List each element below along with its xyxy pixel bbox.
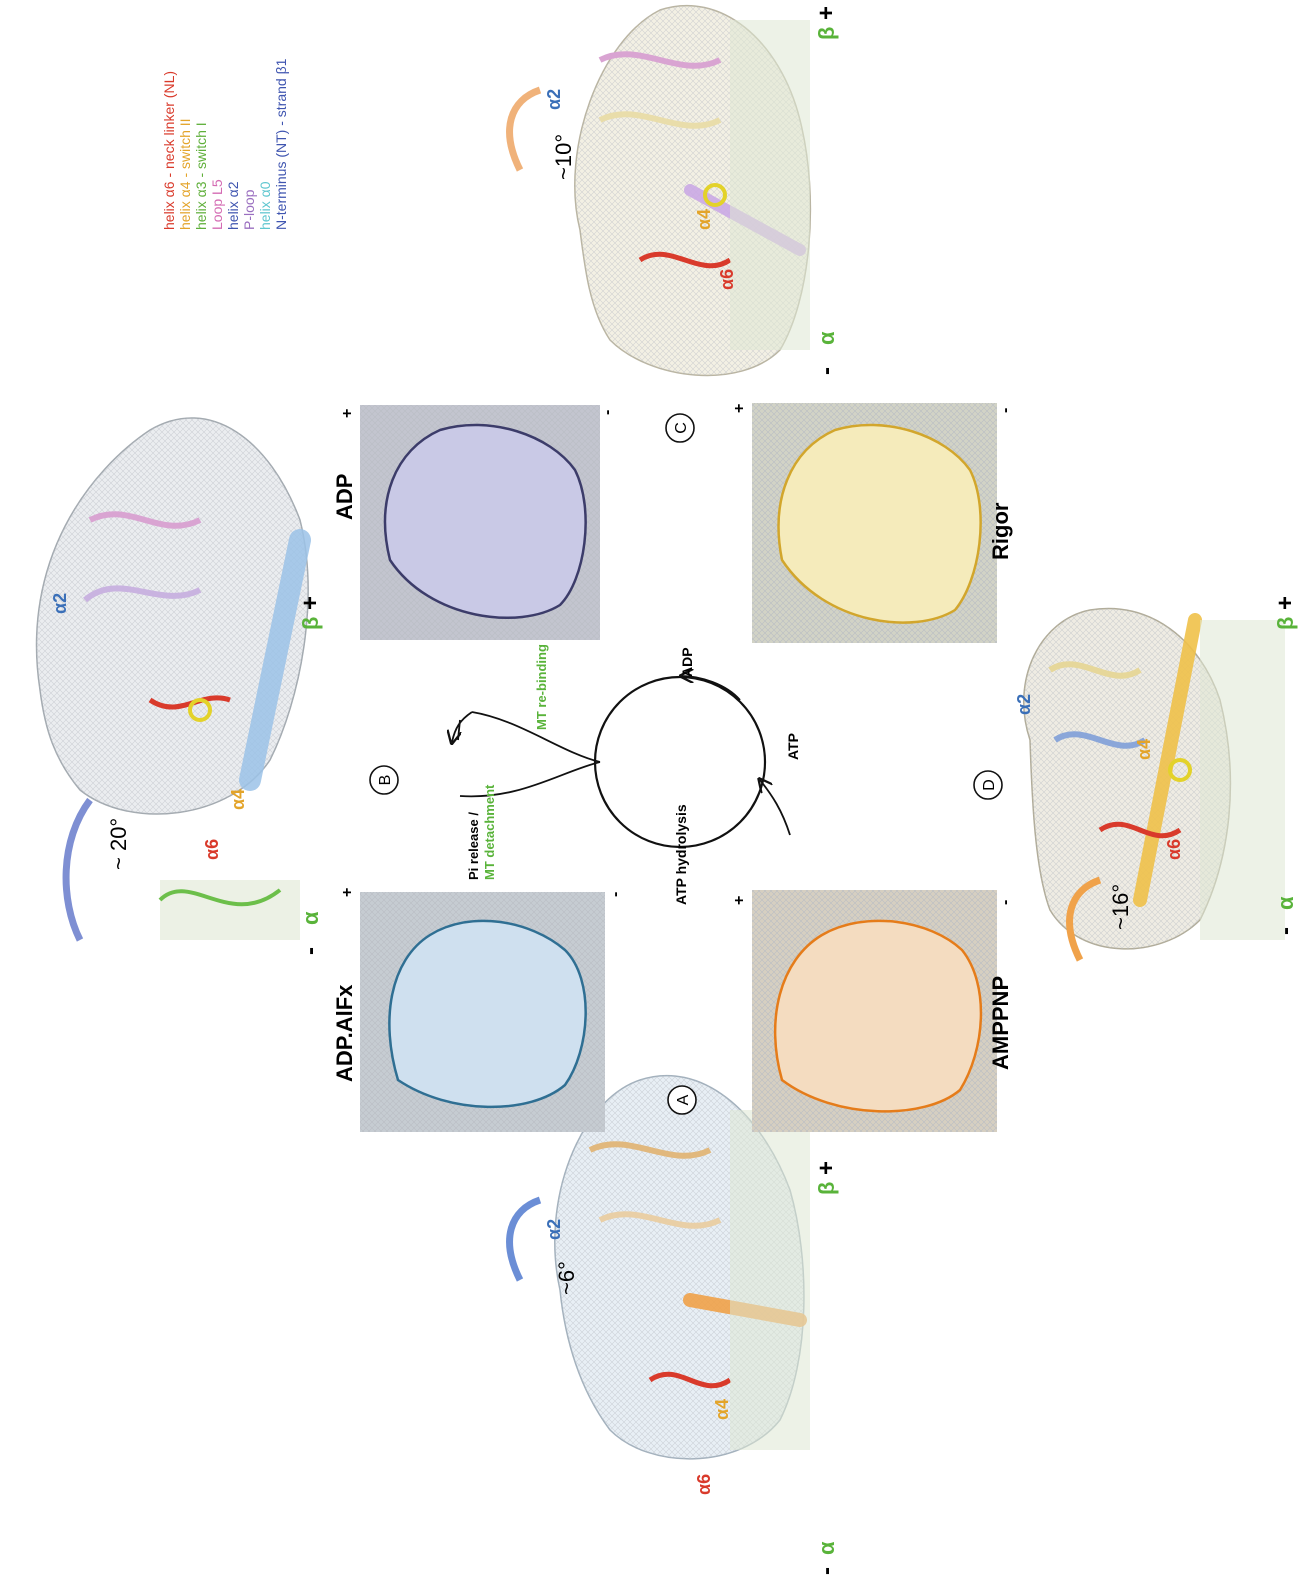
- label-alpha-a: α: [298, 911, 323, 925]
- plus-b-density: +: [339, 409, 356, 418]
- label-alpha4-d: α4: [1134, 739, 1154, 760]
- density-panel-b: [360, 405, 600, 640]
- structure-panel-c: [555, 1076, 810, 1459]
- angle-label-a: ~ 20°: [106, 818, 131, 870]
- label-alpha-b: α: [814, 331, 839, 345]
- cycle-pi-release: Pi release /: [466, 812, 481, 880]
- legend: N-terminus (NT) - strand β1 helix α0 P-l…: [161, 58, 289, 230]
- minus-b-density: -: [599, 410, 616, 415]
- label-alpha6-c: α6: [694, 1474, 714, 1495]
- label-alpha-d: α: [1273, 896, 1298, 910]
- label-alpha6-d: α6: [1164, 839, 1184, 860]
- state-name-b: ADP: [332, 474, 357, 520]
- structure-panel-d: [1024, 608, 1285, 948]
- cycle-hydrolysis: ATP hydrolysis: [673, 804, 689, 905]
- label-alpha2-a: α2: [50, 593, 70, 614]
- label-alpha2-d: α2: [1014, 694, 1034, 715]
- label-minus-a: -: [297, 947, 324, 955]
- angle-label-d: ~16°: [1108, 884, 1133, 930]
- state-marker-b: B: [370, 766, 398, 794]
- structure-panel-b: [575, 6, 811, 376]
- legend-item: Loop L5: [209, 179, 225, 230]
- legend-item: helix α3 - switch I: [193, 122, 209, 230]
- density-panel-c: [752, 403, 997, 643]
- legend-item: helix α2: [225, 181, 241, 230]
- cycle-mt-detachment: MT detachment: [482, 784, 497, 880]
- cycle-mt-rebinding: MT re-binding: [534, 644, 549, 730]
- label-alpha6-a: α6: [202, 839, 222, 860]
- cycle-atp: ATP: [785, 733, 801, 760]
- legend-item: helix α4 - switch II: [177, 118, 193, 230]
- label-alpha2-c: α2: [544, 1219, 564, 1240]
- minus-a-density: -: [607, 892, 624, 897]
- atp-cycle: [452, 676, 790, 847]
- state-name-c: Rigor: [988, 502, 1013, 560]
- label-beta-b: β: [814, 27, 839, 40]
- svg-text:A: A: [675, 1094, 692, 1105]
- structure-panel-a: [37, 418, 309, 940]
- legend-item: N-terminus (NT) - strand β1: [273, 58, 289, 230]
- label-beta-c: β: [814, 1182, 839, 1195]
- label-plus-c: +: [813, 1161, 840, 1175]
- label-plus-d: +: [1272, 596, 1299, 610]
- label-beta-d: β: [1273, 617, 1298, 630]
- legend-item: helix α6 - neck linker (NL): [161, 71, 177, 230]
- label-minus-c: -: [813, 1567, 840, 1575]
- label-minus-d: -: [1272, 927, 1299, 935]
- label-alpha-c: α: [814, 1541, 839, 1555]
- density-blob-a: [389, 921, 585, 1107]
- label-alpha6-b: α6: [717, 269, 737, 290]
- rotation-arrow-c: [510, 1200, 540, 1280]
- label-minus-b: -: [813, 367, 840, 375]
- label-alpha4-c: α4: [712, 1399, 732, 1420]
- minus-d-density: -: [997, 900, 1014, 905]
- label-alpha4-b: α4: [694, 209, 714, 230]
- state-name-a: ADP.AlFx: [332, 984, 357, 1082]
- svg-text:C: C: [673, 422, 690, 434]
- legend-item: P-loop: [241, 189, 257, 230]
- cycle-adp: ADP: [679, 647, 695, 677]
- label-plus-a: +: [297, 596, 324, 610]
- plus-c-density: +: [731, 404, 748, 413]
- label-beta-a: β: [298, 617, 323, 630]
- plus-a-density: +: [339, 888, 356, 897]
- state-marker-c: C: [666, 414, 694, 442]
- legend-item: helix α0: [257, 181, 273, 230]
- state-marker-a: A: [668, 1086, 696, 1114]
- label-alpha2-b: α2: [544, 89, 564, 110]
- minus-c-density: -: [997, 408, 1014, 413]
- svg-text:B: B: [377, 775, 394, 786]
- density-panel-a: [360, 892, 605, 1132]
- angle-label-b: ~10°: [551, 134, 576, 180]
- label-plus-b: +: [813, 6, 840, 20]
- state-marker-d: D: [974, 771, 1002, 799]
- density-panel-d: [752, 890, 997, 1132]
- plus-d-density: +: [731, 896, 748, 905]
- state-name-d: AMPPNP: [988, 976, 1013, 1070]
- rotation-arrow-b: [510, 90, 540, 170]
- rotation-arrow-a: [66, 800, 90, 940]
- angle-label-c: ~6°: [554, 1261, 579, 1295]
- svg-text:D: D: [981, 779, 998, 791]
- label-alpha4-a: α4: [228, 789, 248, 810]
- density-blob-d: [775, 921, 981, 1112]
